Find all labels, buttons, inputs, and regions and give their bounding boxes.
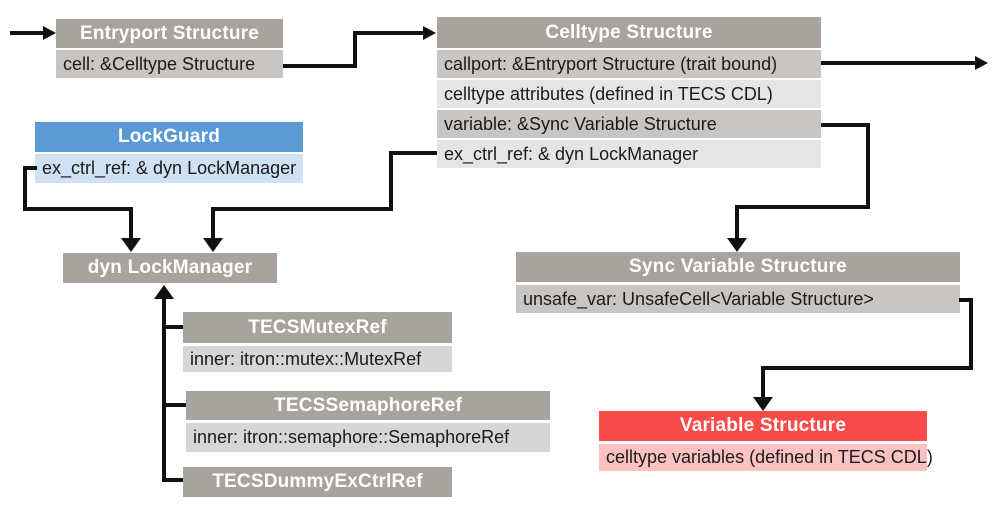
sync-variable-structure-box: Sync Variable Structure unsafe_var: Unsa… bbox=[516, 252, 960, 313]
dyn-lockmanager-header: dyn LockManager bbox=[63, 253, 277, 283]
entryport-structure-header: Entryport Structure bbox=[56, 19, 283, 48]
tecs-semaphore-inner-field: inner: itron::semaphore::SemaphoreRef bbox=[186, 423, 550, 452]
arrowhead-right bbox=[975, 56, 988, 70]
tecs-semaphore-ref-box: TECSSemaphoreRef inner: itron::semaphore… bbox=[186, 391, 550, 452]
connector-segment bbox=[959, 298, 973, 302]
connector-segment bbox=[23, 166, 37, 170]
arrowhead-right bbox=[423, 26, 436, 40]
connector-segment bbox=[391, 151, 437, 155]
arrowhead-down bbox=[203, 238, 223, 252]
connector-segment bbox=[761, 366, 765, 398]
connector-segment bbox=[129, 207, 133, 239]
tecs-mutex-inner-field: inner: itron::mutex::MutexRef bbox=[183, 346, 452, 372]
connector-segment bbox=[761, 366, 973, 370]
connector-segment bbox=[735, 205, 870, 209]
arrowhead-down bbox=[121, 238, 141, 252]
tecs-mutex-ref-header: TECSMutexRef bbox=[183, 312, 452, 343]
connector-segment bbox=[23, 207, 133, 211]
connector-segment bbox=[283, 64, 357, 68]
entryport-structure-box: Entryport Structure cell: &Celltype Stru… bbox=[56, 19, 283, 78]
arrowhead-down bbox=[727, 238, 747, 252]
lockguard-box: LockGuard ex_ctrl_ref: & dyn LockManager bbox=[35, 122, 303, 183]
arrowhead-right bbox=[43, 26, 56, 40]
connector-segment bbox=[162, 297, 166, 482]
connector-segment bbox=[353, 31, 424, 35]
connector-segment bbox=[353, 31, 357, 68]
sync-variable-unsafe-var-field: unsafe_var: UnsafeCell<Variable Structur… bbox=[516, 285, 960, 313]
dyn-lockmanager-box: dyn LockManager bbox=[63, 253, 277, 283]
celltype-attributes-field: celltype attributes (defined in TECS CDL… bbox=[437, 80, 821, 108]
celltype-structure-box: Celltype Structure callport: &Entryport … bbox=[437, 17, 821, 168]
connector-segment bbox=[735, 205, 739, 239]
sync-variable-structure-header: Sync Variable Structure bbox=[516, 252, 960, 282]
celltype-variable-field: variable: &Sync Variable Structure bbox=[437, 110, 821, 138]
connector-segment bbox=[821, 123, 870, 127]
celltype-ex-ctrl-ref-field: ex_ctrl_ref: & dyn LockManager bbox=[437, 140, 821, 168]
connector-segment bbox=[10, 31, 45, 35]
connector-segment bbox=[821, 61, 976, 65]
variable-celltype-variables-field: celltype variables (defined in TECS CDL) bbox=[599, 444, 933, 471]
connector-segment bbox=[389, 151, 393, 211]
tecs-dummy-ex-ctrl-ref-box: TECSDummyExCtrlRef bbox=[183, 467, 452, 497]
connector-segment bbox=[969, 298, 973, 370]
connector-segment bbox=[162, 325, 183, 329]
connector-segment bbox=[162, 403, 186, 407]
tecs-mutex-ref-box: TECSMutexRef inner: itron::mutex::MutexR… bbox=[183, 312, 452, 372]
connector-segment bbox=[23, 166, 27, 211]
entryport-cell-field: cell: &Celltype Structure bbox=[56, 50, 283, 78]
lockguard-ex-ctrl-ref-field: ex_ctrl_ref: & dyn LockManager bbox=[35, 154, 303, 183]
variable-structure-box: Variable Structure celltype variables (d… bbox=[599, 411, 933, 471]
variable-structure-header: Variable Structure bbox=[599, 411, 927, 441]
connector-segment bbox=[866, 123, 870, 209]
arrowhead-up bbox=[154, 285, 174, 299]
tecs-dummy-ex-ctrl-ref-header: TECSDummyExCtrlRef bbox=[183, 467, 452, 497]
lockguard-header: LockGuard bbox=[35, 122, 303, 152]
connector-segment bbox=[162, 478, 183, 482]
connector-segment bbox=[211, 207, 393, 211]
tecs-semaphore-ref-header: TECSSemaphoreRef bbox=[186, 391, 550, 420]
arrowhead-down bbox=[753, 397, 773, 411]
connector-segment bbox=[211, 207, 215, 239]
celltype-callport-field: callport: &Entryport Structure (trait bo… bbox=[437, 50, 821, 78]
celltype-structure-header: Celltype Structure bbox=[437, 17, 821, 48]
